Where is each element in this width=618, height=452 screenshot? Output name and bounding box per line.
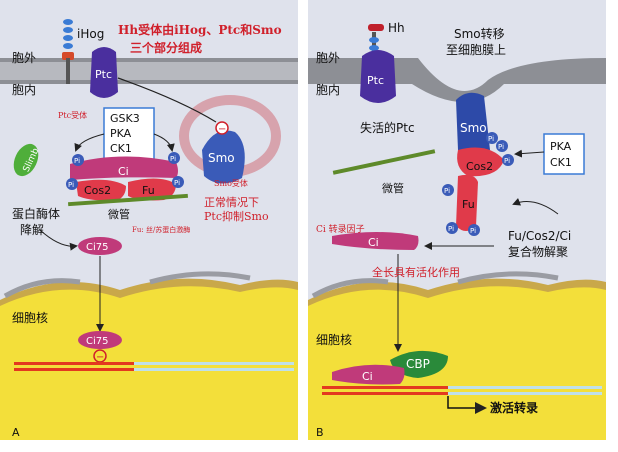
smo-receptor: [202, 130, 245, 184]
fu-label: Fu: [462, 198, 475, 211]
panel-b-diagram: Hh Ptc Smo Cos2 Fu Pi Pi Pi Pi Pi Pi PKA…: [308, 0, 606, 440]
pka-label: PKA: [550, 140, 572, 153]
inside-label: 胞内: [12, 83, 36, 97]
smo-move-label-2: 至细胞膜上: [446, 43, 506, 57]
svg-text:Pi: Pi: [470, 227, 476, 235]
svg-text:Pi: Pi: [504, 157, 510, 165]
panel-b: Hh Ptc Smo Cos2 Fu Pi Pi Pi Pi Pi Pi PKA…: [308, 0, 606, 440]
dna: [14, 362, 294, 371]
smo-label: Smo: [460, 121, 487, 135]
svg-text:Ci: Ci: [362, 370, 373, 383]
ci-nucleus: [332, 364, 405, 385]
ci75-label: Ci75: [86, 242, 109, 253]
microtubule: [68, 193, 188, 207]
panel-a: iHog Ptc Smo − GSK3 PKA CK1 Slimb Ci Cos…: [0, 0, 298, 440]
cbp-label: CBP: [406, 357, 430, 371]
svg-text:Pi: Pi: [174, 179, 180, 187]
transcription-arrow: [447, 396, 487, 414]
svg-text:Pi: Pi: [170, 155, 176, 163]
ptc-receptor: [360, 50, 396, 103]
cos2-label: Cos2: [466, 160, 493, 173]
inside-label: 胞内: [316, 83, 340, 97]
kinase-box: [103, 107, 155, 161]
ci-protein: [332, 232, 419, 250]
ptc-label: Ptc: [95, 68, 112, 81]
proteasome-label-1: 蛋白酶体: [12, 206, 60, 221]
slimb-protein: [13, 143, 39, 177]
fu-protein: [456, 174, 478, 231]
gsk3-label: GSK3: [110, 112, 140, 125]
title-line-2: 三个部分组成: [130, 40, 202, 55]
outside-label: 胞外: [12, 51, 36, 65]
smo-receptor-label: Smo受体: [214, 178, 248, 188]
smo-label: Smo: [208, 151, 235, 165]
ci-label: Ci: [118, 165, 129, 178]
nucleus: [308, 286, 606, 440]
ck1-label: CK1: [550, 156, 572, 169]
cos2-protein: [76, 179, 126, 201]
complex-label-2: 复合物解聚: [508, 244, 568, 259]
fu-note: Fu: 丝/苏蛋白激酶: [132, 225, 190, 234]
cos2-label: Cos2: [84, 184, 111, 197]
pi-phospho-group: Pi Pi Pi Pi: [66, 152, 184, 190]
cos2-protein: [457, 147, 504, 177]
ptc-label: Ptc: [367, 74, 384, 87]
ci75-cytoplasm: [78, 237, 122, 255]
svg-text:Pi: Pi: [448, 225, 454, 233]
smo-receptor: [456, 92, 490, 155]
svg-text:Pi: Pi: [74, 157, 80, 165]
ci-note: Ci 转录因子: [316, 223, 365, 235]
kinase-box: [543, 133, 585, 175]
panel-b-letter: B: [316, 426, 324, 439]
proteasome-label-2: 降解: [20, 223, 44, 237]
outside-label: 胞外: [316, 51, 340, 65]
hh-ligand: [368, 24, 384, 54]
fu-protein: [128, 178, 176, 201]
complex-label-1: Fu/Cos2/Ci: [508, 229, 571, 243]
nucleus-label: 细胞核: [12, 311, 48, 325]
pka-label: PKA: [110, 127, 132, 140]
svg-text:−: −: [218, 124, 226, 135]
dna: [322, 386, 602, 395]
microtubule-label: 微管: [382, 181, 404, 195]
ihog-receptor: [62, 19, 74, 84]
panel-a-letter: A: [12, 426, 20, 439]
ptc-receptor-label: Ptc受体: [58, 110, 87, 120]
ci75-nucleus: [78, 331, 122, 349]
full-length-note: 全长具有活化作用: [372, 265, 460, 279]
svg-text:Pi: Pi: [68, 181, 74, 189]
ptc-smo-inhibition-line: [117, 77, 217, 123]
ihog-label: iHog: [77, 27, 104, 41]
title-line-1: Hh受体由iHog、Ptc和Smo: [118, 22, 282, 37]
inhibit-icon: [215, 121, 229, 135]
normal-note-1: 正常情况下: [204, 196, 259, 209]
transcription-label: 激活转录: [490, 400, 538, 415]
microtubule-label: 微管: [108, 207, 130, 221]
panel-a-diagram: iHog Ptc Smo − GSK3 PKA CK1 Slimb Ci Cos…: [0, 0, 298, 440]
svg-text:Pi: Pi: [498, 143, 504, 151]
ci-protein: [70, 156, 178, 180]
hh-label: Hh: [388, 21, 405, 35]
cbp-protein: [390, 350, 448, 378]
ck1-label: CK1: [110, 142, 132, 155]
smo-move-label-1: Smo转移: [454, 26, 505, 41]
normal-note-2: Ptc抑制Smo: [204, 209, 269, 223]
inactive-ptc-label: 失活的Ptc: [360, 120, 415, 135]
pi-phospho-group: Pi Pi Pi Pi Pi Pi: [442, 132, 514, 236]
svg-text:Ci75: Ci75: [86, 336, 109, 347]
ptc-receptor: [90, 47, 118, 98]
nucleus-label: 细胞核: [316, 333, 352, 347]
svg-text:−: −: [96, 352, 104, 363]
svg-text:Pi: Pi: [444, 187, 450, 195]
ci-label: Ci: [368, 236, 379, 249]
fu-label: Fu: [142, 184, 155, 197]
svg-text:Pi: Pi: [488, 135, 494, 143]
microtubule: [332, 149, 436, 175]
